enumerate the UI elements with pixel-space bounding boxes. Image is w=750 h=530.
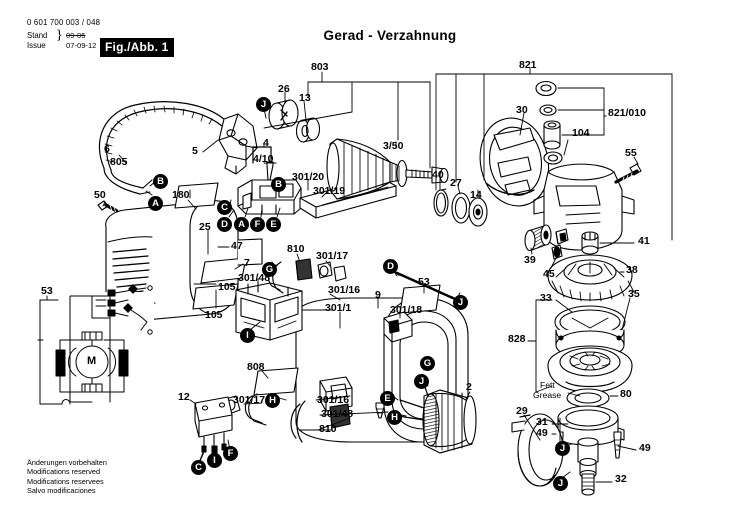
footer-line-es: Salvo modificaciones [27,486,96,496]
marker-I-housing: I [240,328,255,343]
marker-H-coil: H [387,410,402,425]
callout-301-16-upper: 301/16 [328,284,361,296]
figure-badge: Fig./Abb. 1 [100,38,174,57]
callout-105-upper: 105 [218,281,236,293]
stand-label: Stand [27,31,48,40]
callout-49-left: 49 [536,427,548,439]
part-number: 0 601 700 003 / 048 [27,18,101,27]
callout-821-010: 821/010 [608,107,646,119]
callout-104: 104 [572,127,590,139]
callout-13: 13 [299,92,311,104]
marker-D-wire: D [383,259,398,274]
callout-808: 808 [247,361,265,373]
grease-note-de: Fett [540,380,555,390]
callout-9: 9 [375,289,381,301]
callout-35: 35 [628,288,640,300]
callout-40: 40 [432,169,444,181]
footer-line-en: Modifications reserved [27,467,101,477]
callout-6: 6 [104,143,110,155]
callout-27: 27 [450,177,462,189]
grease-note-en: Grease [533,390,562,400]
callout-50: 50 [94,189,106,201]
footer-line-de: Änderungen vorbehalten [27,458,107,467]
callout-2: 2 [466,381,472,393]
marker-J-coil: J [414,374,429,389]
marker-J-spindle: J [553,476,568,491]
marker-I-capacitor: I [207,453,222,468]
marker-B-switch: B [271,177,286,192]
callout-810-upper: 810 [287,243,305,255]
marker-C-switch: C [217,200,232,215]
marker-H-switch-lower: H [265,393,280,408]
page-title-text: Gerad - Verzahnung [323,28,457,43]
marker-A-cord: A [148,196,163,211]
callout-301-20: 301/20 [292,171,325,183]
callout-4-10: 4/10 [253,153,274,165]
marker-B-cord: B [153,174,168,189]
marker-F-capacitor: F [223,446,238,461]
page-title: Gerad - Verzahnung [0,28,750,43]
callout-301-48-lower: 301/48 [321,408,354,420]
marker-F-switch: F [250,217,265,232]
issue-label: Issue [27,40,46,50]
issue-date: 07-09-12 [66,41,97,50]
marker-G-coil: G [420,356,435,371]
callout-47: 47 [231,240,243,252]
callout-301-19: 301/19 [313,185,346,197]
callout-301-18: 301/18 [390,304,423,316]
callout-39: 39 [524,254,536,266]
callout-53-right: 53 [418,276,430,288]
callout-41: 41 [638,235,650,247]
callout-301-1: 301/1 [325,302,352,314]
callout-803: 803 [311,61,329,73]
callout-821: 821 [519,59,537,71]
marker-E-switch: E [266,217,281,232]
callout-810-lower: 810 [319,423,337,435]
callout-31: 31 [536,416,548,428]
callout-4: 4 [263,137,269,149]
marker-J-cord: J [256,97,271,112]
callout-29: 29 [516,405,528,417]
callout-180: 180 [172,189,190,201]
callout-301-48-upper: 301/48 [238,272,271,284]
superseded-date: 09-05 [66,31,86,40]
marker-J-wire: J [453,295,468,310]
callout-805: 805 [110,156,128,168]
callout-30: 30 [516,104,528,116]
motor-symbol: M [87,355,97,367]
brace-glyph: } [56,28,63,43]
callout-7: 7 [244,257,250,269]
callout-105-lower: 105 [205,309,223,321]
marker-E-coil: E [380,391,395,406]
callout-55: 55 [625,147,637,159]
callout-3-50: 3/50 [383,140,404,152]
marker-D-switch: D [217,217,232,232]
marker-A-switch: A [234,217,249,232]
footer-disclaimer: Änderungen vorbehalten Modifications res… [27,458,107,496]
callout-12: 12 [178,391,190,403]
marker-G-clip: G [262,262,277,277]
callout-26: 26 [278,83,290,95]
callout-301-16-lower: 301/16 [317,394,350,406]
callout-53-left: 53 [41,285,53,297]
footer-line-fr: Modifications reservees [27,476,104,486]
stand-issue-labels: Stand Issue [27,31,47,50]
callout-301-17-upper: 301/17 [316,250,349,262]
callout-32: 32 [615,473,627,485]
callout-80: 80 [620,388,632,400]
marker-C-capacitor: C [191,460,206,475]
callout-49-right: 49 [639,442,651,454]
callout-38: 38 [626,264,638,276]
callout-45: 45 [543,268,555,280]
callout-828: 828 [508,333,526,345]
callout-33: 33 [540,292,552,304]
callout-5: 5 [192,145,198,157]
callout-301-17-lower: 301/17 [233,394,266,406]
marker-J-guard: J [555,441,570,456]
callout-14: 14 [470,189,482,201]
callout-25: 25 [199,221,211,233]
